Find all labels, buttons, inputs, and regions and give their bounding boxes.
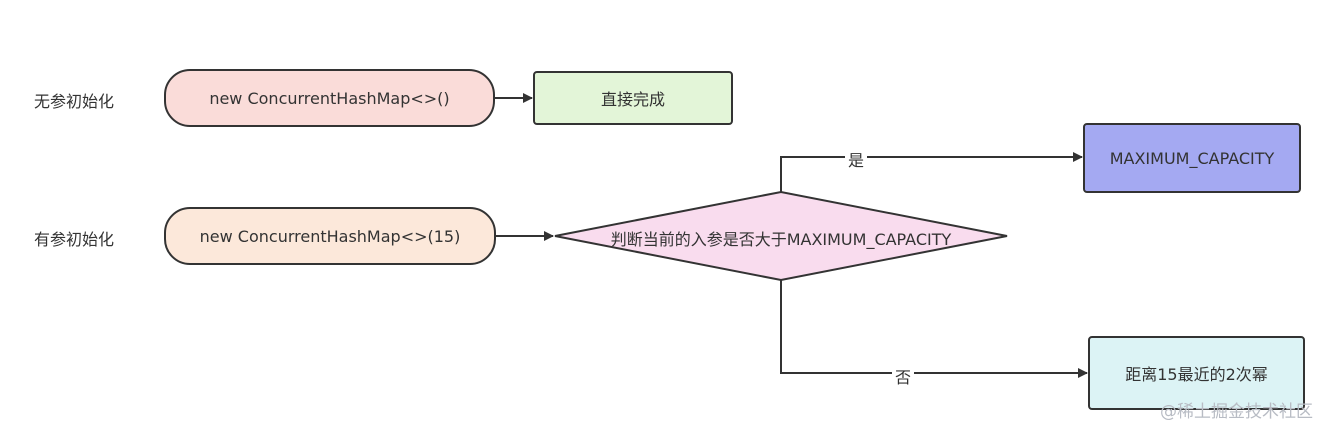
max-capacity-node: MAXIMUM_CAPACITY [1083, 123, 1301, 193]
no-edge-label: 否 [892, 364, 915, 388]
direct-complete-node: 直接完成 [533, 71, 733, 125]
no-arg-constructor-node: new ConcurrentHashMap<>() [164, 69, 495, 127]
nearest-power-of-two-node: 距离15最近的2次幂 [1088, 336, 1305, 410]
edge-yes-branch [780, 152, 1083, 192]
with-arg-constructor-text: new ConcurrentHashMap<>(15) [199, 226, 461, 246]
with-arg-constructor-node: new ConcurrentHashMap<>(15) [164, 207, 496, 265]
nearest-power-of-two-text: 距离15最近的2次幂 [1125, 365, 1268, 384]
decision-diamond [554, 190, 1008, 282]
edge-no-branch [780, 280, 1088, 378]
no-arg-constructor-text: new ConcurrentHashMap<>() [209, 88, 450, 108]
no-arg-init-label: 无参初始化 [34, 92, 115, 111]
decision-text: 判断当前的入参是否大于MAXIMUM_CAPACITY [610, 230, 952, 249]
direct-complete-text: 直接完成 [600, 90, 665, 109]
max-capacity-text: MAXIMUM_CAPACITY [1109, 148, 1275, 168]
with-arg-init-label: 有参初始化 [34, 230, 115, 249]
watermark-text: @稀土掘金技术社区 [1160, 402, 1313, 422]
yes-edge-label: 是 [845, 147, 868, 171]
